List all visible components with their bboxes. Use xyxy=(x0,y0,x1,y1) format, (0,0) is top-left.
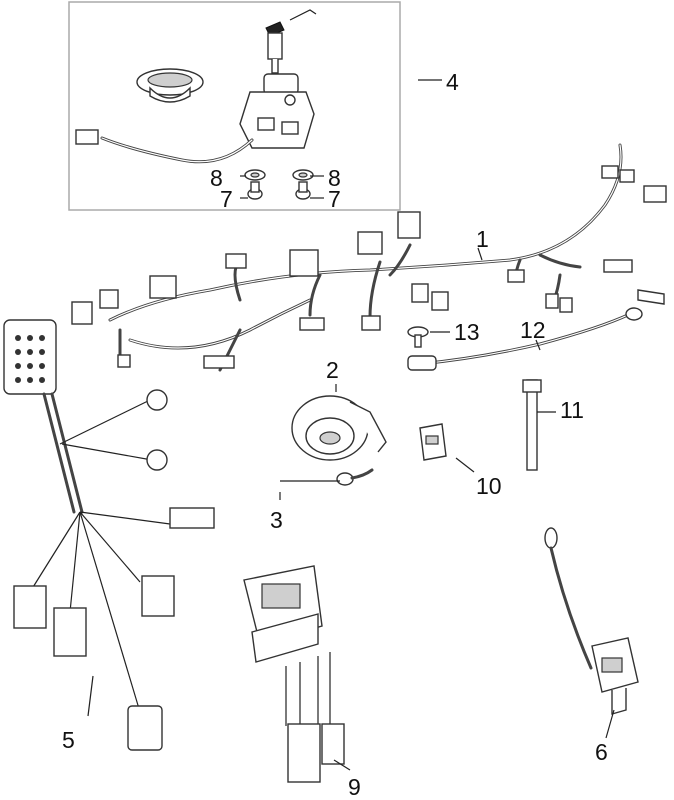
callout-11: 11 xyxy=(560,397,584,423)
callout-13: 13 xyxy=(454,319,480,345)
washer-8-right xyxy=(292,169,314,181)
kit-connector xyxy=(75,129,99,145)
callout-6: 6 xyxy=(595,739,608,765)
screw-7-right xyxy=(295,181,311,200)
callout-2: 2 xyxy=(326,357,339,383)
cable-strap-11 xyxy=(522,379,556,471)
relay-6 xyxy=(544,527,639,739)
control-module-9 xyxy=(243,565,351,783)
callout-7b: 7 xyxy=(328,186,341,212)
callout-7a: 7 xyxy=(220,186,233,212)
horn xyxy=(291,384,387,461)
callout-3: 3 xyxy=(270,507,283,533)
callout-12: 12 xyxy=(520,317,546,343)
screw-7-left xyxy=(247,181,263,200)
ignition-switch-kit xyxy=(68,1,401,211)
callout-1: 1 xyxy=(476,226,489,252)
ignition-key xyxy=(265,9,317,74)
main-wiring-harness xyxy=(71,143,667,372)
clip-10 xyxy=(419,423,475,473)
callout-4: 4 xyxy=(446,69,459,95)
washer-8-left xyxy=(244,169,266,181)
ignition-switch-body xyxy=(239,73,315,149)
sub-harness-5 xyxy=(3,319,215,751)
ground-cable-12 xyxy=(407,289,665,371)
sensor-3 xyxy=(279,468,374,500)
callout-10: 10 xyxy=(476,473,502,499)
callout-8a: 8 xyxy=(210,165,223,191)
lock-cap xyxy=(136,68,204,103)
callout-5: 5 xyxy=(62,727,75,753)
screw-13 xyxy=(407,326,450,348)
kit-frame xyxy=(68,1,401,211)
callout-8b: 8 xyxy=(328,165,341,191)
callout-9: 9 xyxy=(348,774,361,800)
